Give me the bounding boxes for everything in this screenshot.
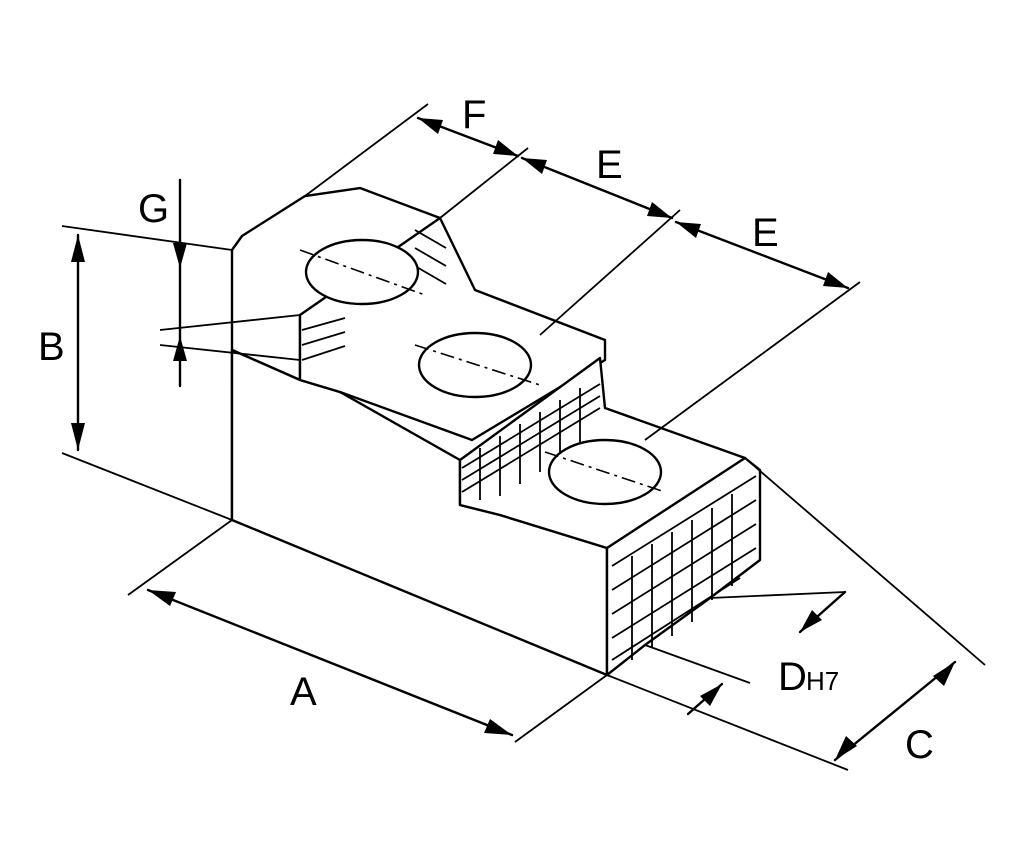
hole-2-centerline <box>414 344 541 386</box>
dim-c-line <box>833 660 957 762</box>
arrowheads <box>71 118 955 760</box>
label-e-second: E <box>752 211 779 255</box>
hole-1-centerline <box>299 249 426 296</box>
end-serrations <box>611 475 757 661</box>
dim-e2-line <box>674 220 850 290</box>
dim-a-line <box>146 588 514 737</box>
label-d-subscript: H7 <box>806 666 839 696</box>
label-d: D <box>778 655 807 699</box>
label-e-first: E <box>596 143 623 187</box>
label-b: B <box>38 325 65 369</box>
label-a: A <box>290 670 317 714</box>
step-1-serrations <box>301 229 447 361</box>
jaw-body <box>230 186 762 677</box>
extension-lines <box>61 103 986 771</box>
label-c: C <box>905 723 934 767</box>
label-f: F <box>462 93 486 137</box>
dim-e1-line <box>520 156 674 220</box>
step-2-serrations <box>461 383 601 500</box>
hole-3-centerline <box>544 451 666 493</box>
label-g: G <box>138 187 169 231</box>
